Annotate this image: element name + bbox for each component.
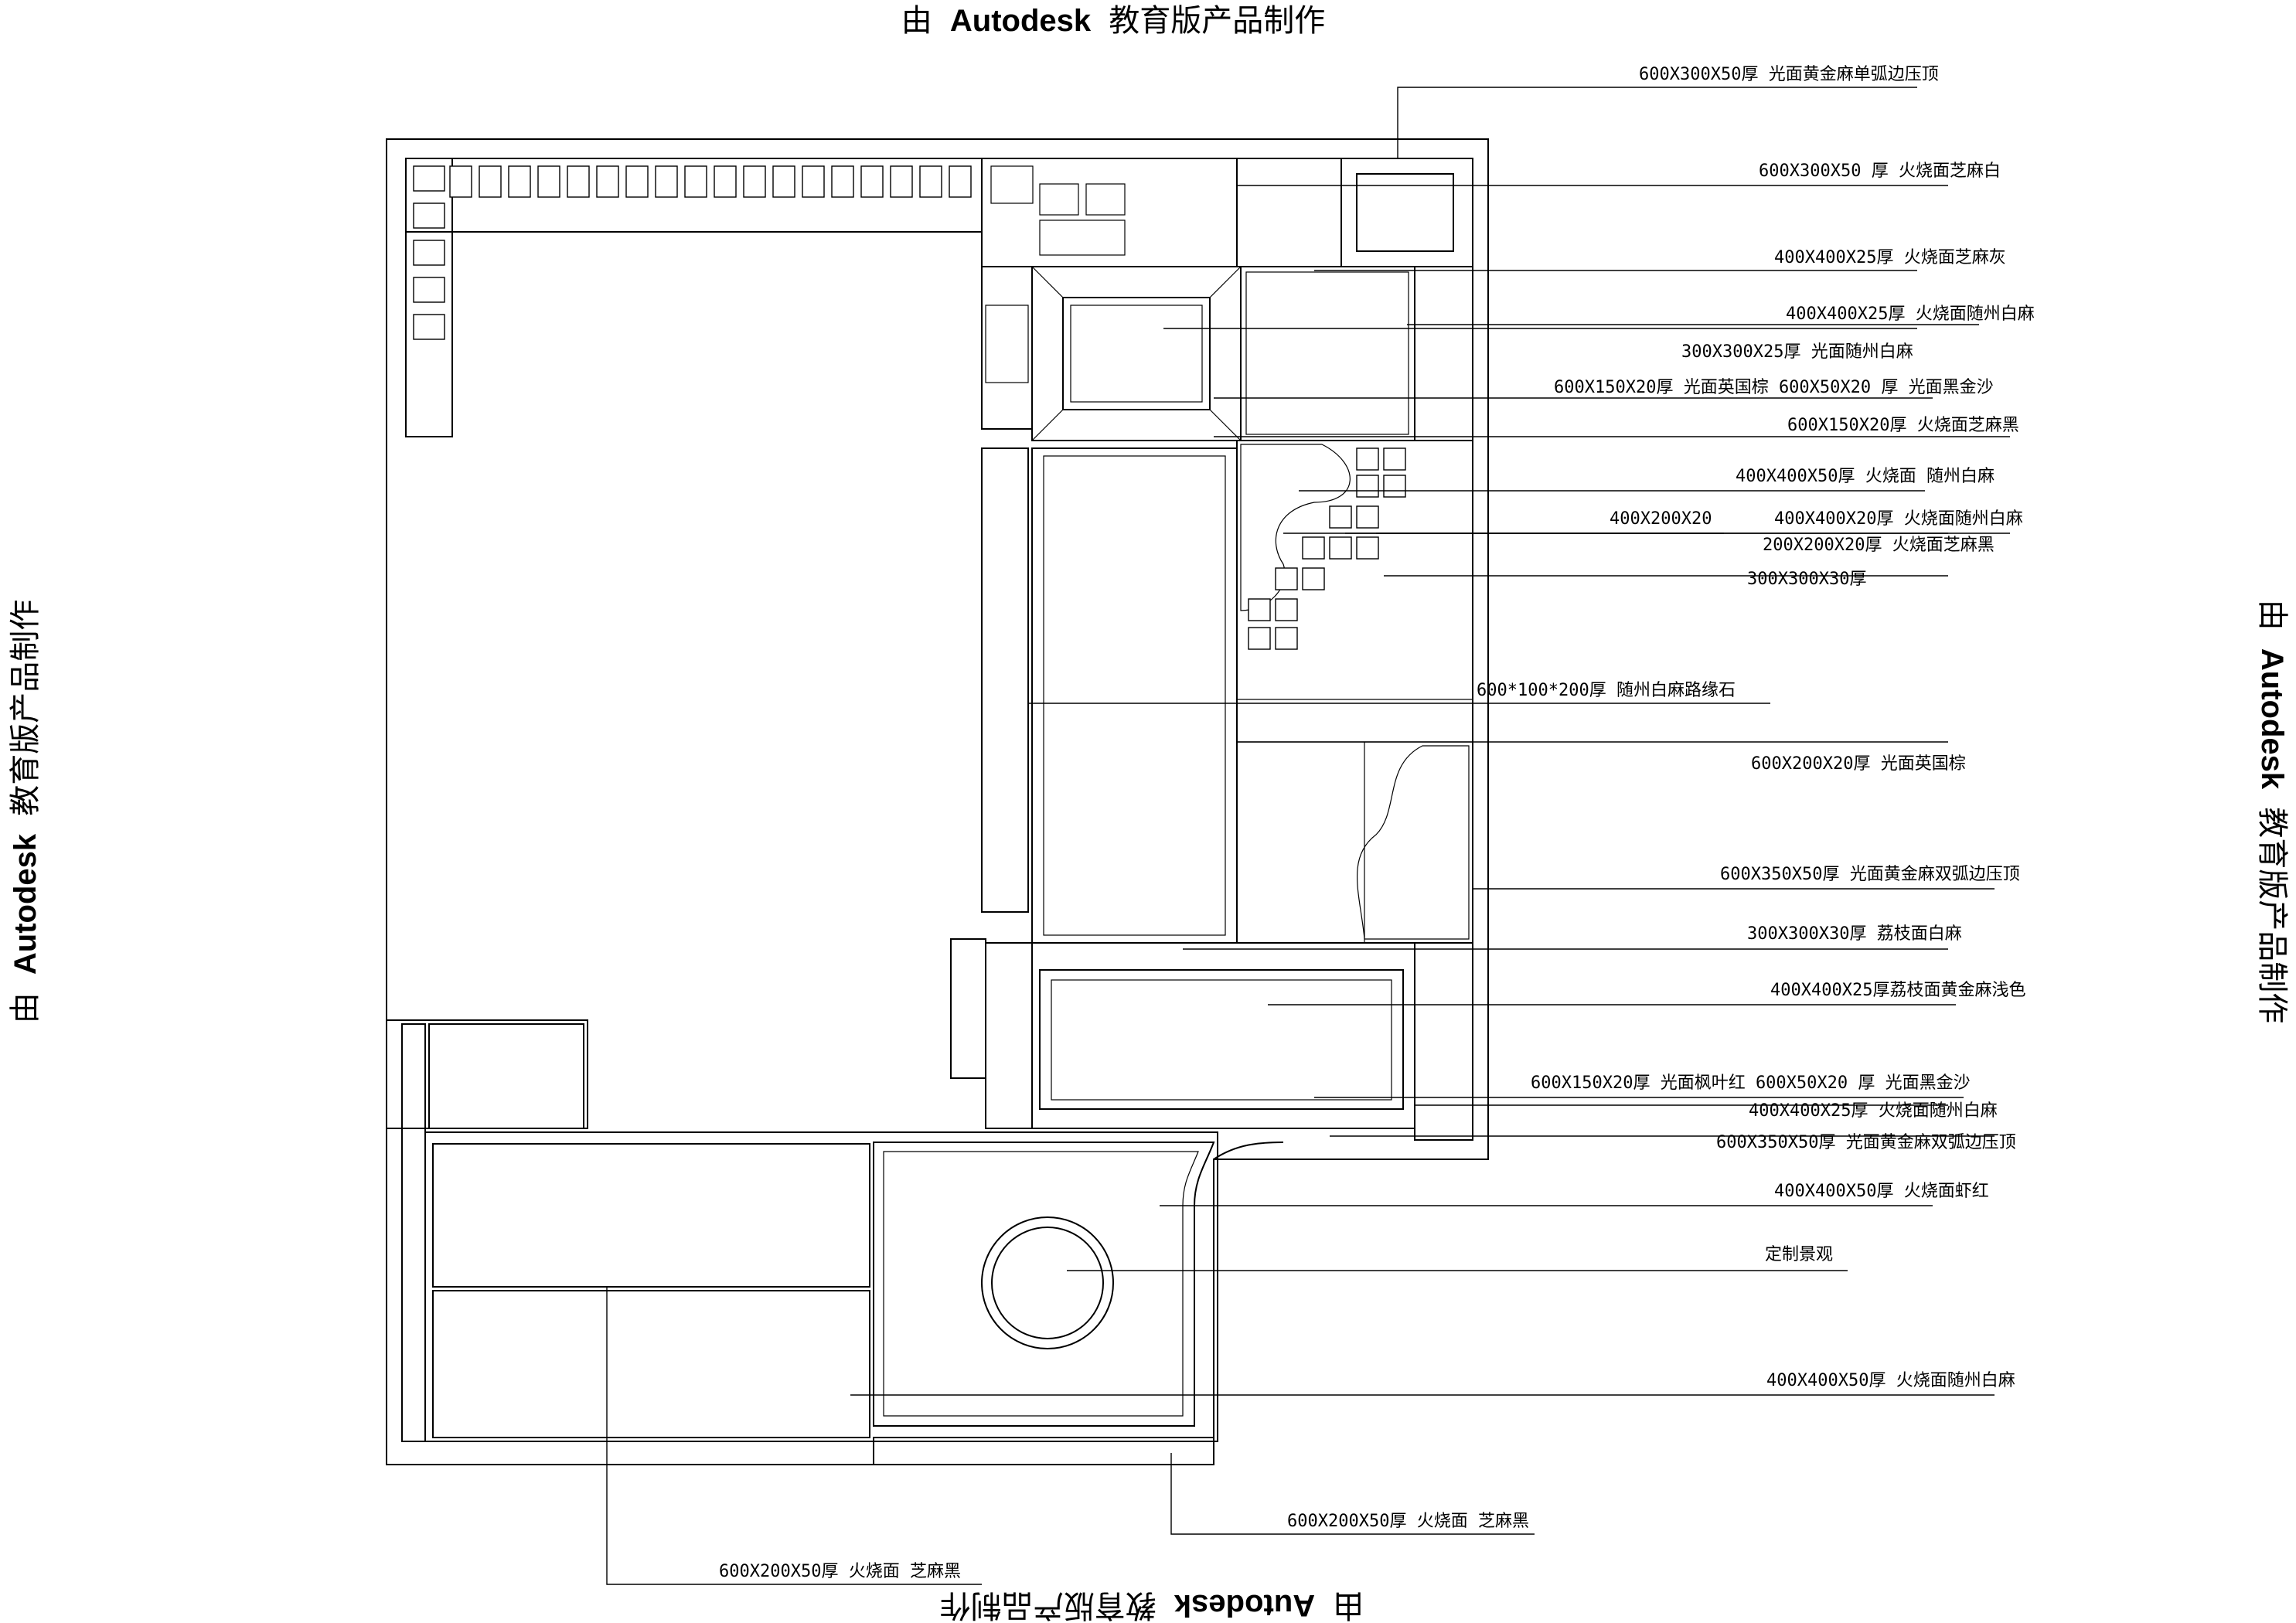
watermark-bottom: 由 Autodesk 教育版产品制作 xyxy=(940,1588,1364,1622)
material-label: 300X300X30厚 荔枝面白麻 xyxy=(1747,924,1962,944)
stepping-block xyxy=(596,165,619,198)
stepping-square xyxy=(1329,536,1352,560)
material-label: 600X150X20厚 光面英国棕 600X50X20 厚 光面黑金沙 xyxy=(1554,378,1994,397)
stepping-square xyxy=(1356,536,1379,560)
material-label: 400X400X25厚 火烧面芝麻灰 xyxy=(1774,248,2006,267)
material-label: 400X400X25厚 火烧面随州白麻 xyxy=(1749,1101,1998,1121)
leader-line xyxy=(1397,87,1917,158)
stepping-square xyxy=(1329,505,1352,529)
material-label: 400X400X50厚 火烧面虾红 xyxy=(1774,1182,1989,1201)
material-label: 600X150X20厚 光面枫叶红 600X50X20 厚 光面黑金沙 xyxy=(1531,1073,1971,1093)
watermark-prefix: 由 xyxy=(9,992,43,1023)
material-label: 200X200X20厚 火烧面芝麻黑 xyxy=(1763,536,1995,555)
stepping-block xyxy=(802,165,825,198)
svg-text:由 Autodesk 教育版产品制作: 由 Autodesk 教育版产品制作 xyxy=(940,1588,1364,1622)
material-label: 600X350X50厚 光面黄金麻双弧边压顶 xyxy=(1716,1133,2016,1152)
stepping-block xyxy=(714,165,737,198)
stepping-squares xyxy=(1248,447,1406,650)
annotation-leaders xyxy=(606,87,2010,1585)
stepping-square xyxy=(1383,475,1406,498)
material-label: 600X300X50 厚 火烧面芝麻白 xyxy=(1759,162,2001,181)
stepping-block xyxy=(655,165,678,198)
material-label: 600X350X50厚 光面黄金麻双弧边压顶 xyxy=(1720,865,2020,884)
top-hatched-area xyxy=(981,158,1473,267)
material-label: 600X200X20厚 光面英国棕 xyxy=(1751,754,1966,774)
stepping-block xyxy=(537,165,560,198)
watermark-brand: Autodesk xyxy=(950,4,1092,38)
stepping-block xyxy=(413,240,445,266)
stepping-square xyxy=(1248,627,1271,650)
stepping-square xyxy=(1356,475,1379,498)
material-label: 300X300X30厚 xyxy=(1747,570,1866,589)
site-outline xyxy=(386,138,1489,1465)
material-label: 400X200X20 xyxy=(1610,509,1712,529)
material-label: 300X300X25厚 光面随州白麻 xyxy=(1681,342,1913,362)
stepping-square xyxy=(1275,598,1298,621)
stepping-block xyxy=(413,202,445,229)
top-strip-paving xyxy=(405,158,983,437)
stepping-block xyxy=(684,165,707,198)
stepping-block xyxy=(625,165,649,198)
material-labels: 600X300X50厚 光面黄金麻单弧边压顶 600X300X50 厚 火烧面芝麻… xyxy=(719,65,2035,1581)
material-label: 600X200X50厚 火烧面 芝麻黑 xyxy=(719,1562,961,1581)
stepping-block xyxy=(743,165,766,198)
stepping-block xyxy=(860,165,884,198)
stepping-square xyxy=(1356,447,1379,471)
watermark-suffix: 教育版产品制作 xyxy=(9,600,43,816)
watermark-top: 由 Autodesk 教育版产品制作 xyxy=(901,4,1326,38)
watermark-right: 由 Autodesk 教育版产品制作 xyxy=(2255,600,2289,1024)
stepping-square xyxy=(1248,598,1271,621)
stepping-square xyxy=(1356,505,1379,529)
stepping-square xyxy=(1383,447,1406,471)
material-label: 600*100*200厚 随州白麻路缘石 xyxy=(1477,681,1736,700)
stepping-block xyxy=(772,165,795,198)
material-label: 600X300X50厚 光面黄金麻单弧边压顶 xyxy=(1639,65,1939,84)
svg-text:由 Autodesk 教育版产品制作: 由 Autodesk 教育版产品制作 xyxy=(2255,600,2289,1024)
stepping-block xyxy=(890,165,913,198)
watermark-suffix: 教育版产品制作 xyxy=(940,1588,1157,1622)
svg-text:由 Autodesk 教育版产品制作: 由 Autodesk 教育版产品制作 xyxy=(901,4,1326,38)
leader-line xyxy=(606,1287,982,1585)
leader-line xyxy=(1170,1453,1535,1535)
watermark-suffix: 教育版产品制作 xyxy=(1109,4,1325,38)
stepping-block xyxy=(413,314,445,340)
material-label: 400X400X25厚荔枝面黄金麻浅色 xyxy=(1770,981,2025,1000)
stepping-block xyxy=(919,165,942,198)
watermark-brand: Autodesk xyxy=(2255,648,2289,790)
stepping-square xyxy=(1275,567,1298,590)
stepping-block xyxy=(479,165,502,198)
stepping-block xyxy=(949,165,972,198)
material-label: 600X200X50厚 火烧面 芝麻黑 xyxy=(1287,1512,1529,1531)
svg-text:由 Autodesk 教育版产品制作: 由 Autodesk 教育版产品制作 xyxy=(9,600,43,1024)
stepping-block xyxy=(508,165,531,198)
material-label: 400X400X25厚 火烧面随州白麻 xyxy=(1786,305,2035,324)
stepping-block xyxy=(413,165,445,192)
material-label: 600X150X20厚 火烧面芝麻黑 xyxy=(1787,416,2019,435)
watermark-brand: Autodesk xyxy=(9,833,43,975)
watermark-prefix: 由 xyxy=(2255,600,2289,631)
bottom-left-paving xyxy=(386,1019,1284,1465)
stepping-block xyxy=(449,165,472,198)
material-label: 400X400X50厚 火烧面 随州白麻 xyxy=(1736,467,1995,486)
watermark-suffix: 教育版产品制作 xyxy=(2255,807,2289,1023)
watermark-brand: Autodesk xyxy=(1174,1588,1315,1622)
material-label: 400X400X50厚 火烧面随州白麻 xyxy=(1766,1371,2015,1390)
watermark-left: 由 Autodesk 教育版产品制作 xyxy=(9,600,43,1024)
stepping-block xyxy=(567,165,590,198)
lower-pavilion xyxy=(950,938,1473,1141)
watermark-prefix: 由 xyxy=(1333,1588,1364,1622)
upper-pavilion xyxy=(981,266,1473,441)
stepping-square xyxy=(1302,567,1325,590)
stepping-square xyxy=(1275,627,1298,650)
stepping-square xyxy=(1302,536,1325,560)
stepping-blocks-top xyxy=(413,165,972,340)
material-label: 400X400X20厚 火烧面随州白麻 xyxy=(1774,509,2023,529)
watermark-prefix: 由 xyxy=(901,4,932,38)
middle-garden xyxy=(981,440,1473,944)
material-label: 定制景观 xyxy=(1765,1245,1833,1264)
stepping-block xyxy=(413,277,445,303)
stepping-block xyxy=(831,165,854,198)
